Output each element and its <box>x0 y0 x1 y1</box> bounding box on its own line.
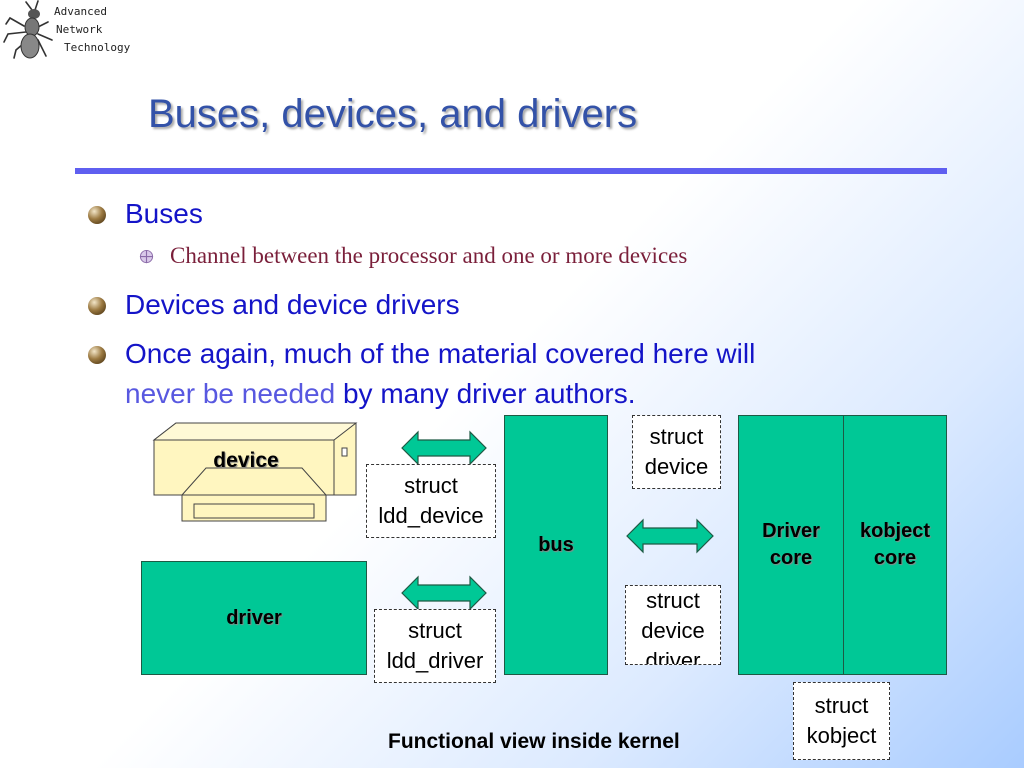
driver-box: driver <box>141 561 367 675</box>
driver-core-label-2: core <box>769 547 813 569</box>
struct-name: device <box>644 454 709 479</box>
bullet-text: Once again, much of the material covered… <box>125 334 928 414</box>
logo-line-1: Advanced <box>54 5 107 18</box>
sub-bullet-text: Channel between the processor and one or… <box>170 243 688 268</box>
bullet-once-again: Once again, much of the material covered… <box>88 334 928 414</box>
struct-name: ldd_driver <box>386 648 484 673</box>
bullet-buses: Buses <box>88 194 928 234</box>
device-illustration <box>152 422 358 522</box>
ant-icon <box>3 0 53 59</box>
struct-device: struct device <box>632 415 721 489</box>
struct-ldd-device: struct ldd_device <box>366 464 496 538</box>
logo-line-2: Network <box>56 23 103 36</box>
double-arrow-icon <box>401 575 487 611</box>
driver-label: driver <box>226 606 282 629</box>
struct-name: ldd_device <box>378 503 484 528</box>
struct-keyword: struct <box>649 424 704 449</box>
crosshair-bullet-icon <box>139 249 154 264</box>
device-label: device <box>213 449 279 472</box>
driver-core-label-1: Driver <box>762 520 820 542</box>
diagram-caption: Functional view inside kernel <box>388 730 680 753</box>
struct-name-line-2: driver <box>645 648 701 665</box>
double-arrow-icon <box>626 518 714 554</box>
struct-name-line-1: device <box>641 618 705 643</box>
double-arrow-icon <box>401 430 487 466</box>
struct-keyword: struct <box>404 473 458 498</box>
kobject-core-label-1: kobject <box>859 520 931 542</box>
struct-name: kobject <box>806 723 877 748</box>
title-divider <box>75 168 947 174</box>
kobject-core-label-2: core <box>873 547 917 569</box>
bullet-text: Devices and device drivers <box>125 289 460 320</box>
driver-core-box: Driver core <box>738 415 844 675</box>
struct-keyword: struct <box>408 618 462 643</box>
struct-keyword: struct <box>646 588 700 613</box>
struct-keyword: struct <box>814 693 869 718</box>
sub-bullet-channel: Channel between the processor and one or… <box>139 243 687 269</box>
bullet-text-after: by many driver authors. <box>335 378 636 409</box>
bullet-ball-icon <box>88 346 106 364</box>
bullet-ball-icon <box>88 297 106 315</box>
bullet-text-before: Once again, much of the material covered… <box>125 338 756 369</box>
highlight-text: never be needed <box>125 378 336 409</box>
bus-box: bus <box>504 415 608 675</box>
kobject-core-box: kobject core <box>843 415 947 675</box>
bus-label: bus <box>538 533 574 556</box>
logo: Advanced Network Technology <box>2 0 132 64</box>
logo-line-3: Technology <box>64 41 131 54</box>
bullet-devices: Devices and device drivers <box>88 285 928 325</box>
page-title: Buses, devices, and drivers <box>148 92 638 136</box>
bullet-text: Buses <box>125 198 203 229</box>
struct-ldd-driver: struct ldd_driver <box>374 609 496 683</box>
bullet-ball-icon <box>88 206 106 224</box>
struct-device-driver: struct device driver <box>625 585 721 665</box>
struct-kobject: struct kobject <box>793 682 890 760</box>
